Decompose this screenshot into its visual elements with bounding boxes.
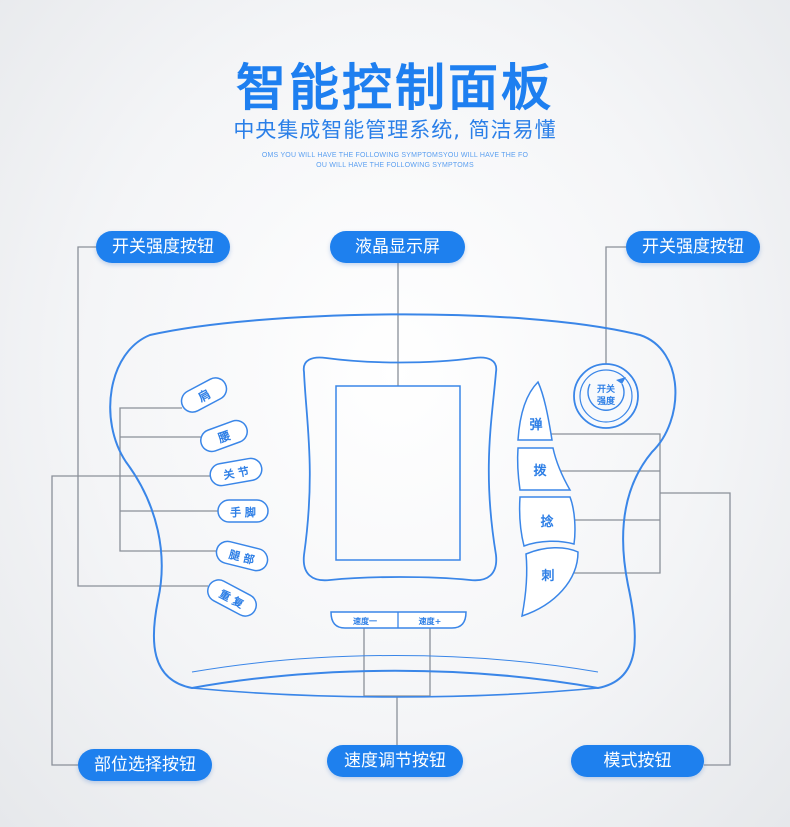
mode-buttons: 弹 拨 捻 刺 [516, 380, 579, 618]
body-part-buttons: 肩 腰 关 节 手 脚 腿 部 重 复 [178, 374, 270, 620]
svg-text:弹: 弹 [529, 417, 542, 433]
panel-body [109, 313, 677, 698]
button-hands-feet[interactable]: 手 脚 [217, 499, 269, 523]
callout-power-strength-right: 开关强度按钮 [626, 231, 760, 263]
callout-lcd-screen: 液晶显示屏 [330, 231, 465, 263]
button-waist[interactable]: 腰 [198, 417, 251, 454]
svg-text:腿 部: 腿 部 [228, 547, 256, 567]
speed-down-button[interactable]: 速度一 [353, 616, 377, 626]
panel-bottom-curve [191, 687, 599, 698]
svg-text:刺: 刺 [541, 568, 554, 584]
speed-buttons: 速度一 速度+ [330, 611, 467, 629]
callout-mode: 模式按钮 [571, 745, 704, 777]
leader-speed [363, 628, 431, 697]
fine-print-line-1: OMS YOU WILL HAVE THE FOLLOWING SYMPTOMS… [261, 152, 529, 159]
svg-text:捻: 捻 [540, 514, 554, 530]
bracket-mode-buttons [548, 433, 661, 574]
callout-body-select: 部位选择按钮 [78, 749, 212, 781]
svg-text:腰: 腰 [215, 427, 232, 446]
button-legs[interactable]: 腿 部 [214, 539, 270, 573]
speed-up-button[interactable]: 速度+ [419, 616, 442, 626]
leader-top-left [77, 246, 208, 587]
panel-outline [109, 313, 677, 690]
button-joint[interactable]: 关 节 [208, 457, 263, 488]
leader-top-right [605, 246, 626, 366]
page-title: 智能控制面板 [236, 59, 554, 117]
panel-inner-curve [191, 655, 599, 673]
button-repeat[interactable]: 重 复 [204, 576, 260, 620]
lcd-screen [335, 385, 461, 561]
dial-label-bottom: 强度 [597, 395, 616, 407]
svg-text:关 节: 关 节 [222, 464, 250, 482]
callout-speed-adjust: 速度调节按钮 [327, 745, 463, 777]
fine-print-line-2: OU WILL HAVE THE FOLLOWING SYMPTOMS [316, 162, 474, 169]
leader-bottom-left [51, 475, 210, 766]
mode-button-pluck[interactable]: 拨 [516, 447, 572, 491]
svg-text:速度+: 速度+ [419, 616, 442, 626]
leader-lines [51, 246, 731, 766]
svg-text:拨: 拨 [533, 463, 547, 479]
button-shoulder[interactable]: 肩 [178, 374, 231, 416]
callout-power-strength-left: 开关强度按钮 [96, 231, 230, 263]
screen-bezel [302, 356, 498, 582]
mode-button-bounce[interactable]: 弹 [517, 380, 553, 441]
mode-button-twist[interactable]: 捻 [518, 496, 576, 547]
power-strength-dial[interactable]: 开关 强度 [573, 363, 639, 429]
mode-button-pierce[interactable]: 刺 [521, 547, 579, 618]
svg-text:手 脚: 手 脚 [230, 505, 256, 519]
rotate-arrow-icon [587, 383, 625, 411]
leader-mode [660, 492, 731, 766]
dial-label-top: 开关 [597, 383, 615, 395]
bracket-body-buttons [119, 407, 216, 552]
svg-text:速度一: 速度一 [353, 616, 377, 626]
page-subtitle: 中央集成智能管理系统, 简洁易懂 [233, 118, 557, 142]
